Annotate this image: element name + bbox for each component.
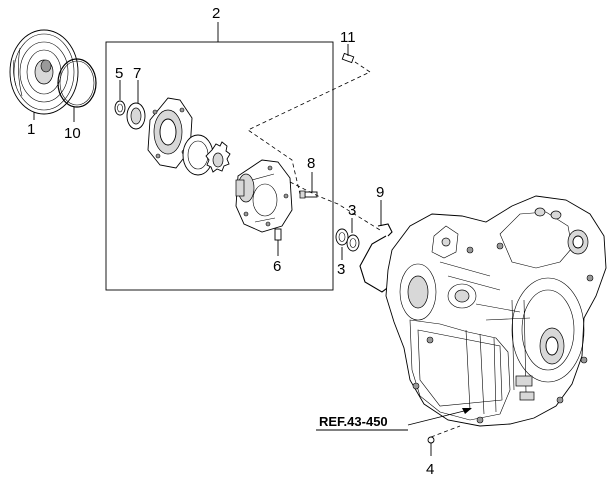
- bolt-8: [299, 190, 318, 199]
- pin-6: [274, 228, 282, 241]
- ref-leader: [407, 409, 469, 426]
- ref-arrow: [462, 408, 472, 414]
- o-ring-10: [57, 58, 97, 108]
- callout-9: 9: [376, 184, 384, 201]
- bolt-11: [341, 52, 355, 64]
- callout-11: 11: [340, 29, 356, 46]
- callout-6: 6: [273, 258, 281, 275]
- transaxle-assembly: [385, 195, 607, 427]
- callout-1: 1: [27, 121, 35, 138]
- drain-plug-4: [427, 436, 435, 444]
- callout-4: 4: [426, 461, 434, 478]
- seal-rings-3: [335, 228, 360, 252]
- pump-cover: [235, 159, 293, 233]
- callout-5: 5: [115, 65, 123, 82]
- callout-2: 2: [212, 5, 220, 22]
- assembly-line-4: [430, 425, 461, 438]
- torque-converter: [9, 29, 79, 115]
- gasket-9: [359, 223, 399, 293]
- pump-assembly-box: [105, 41, 334, 291]
- callout-3b: 3: [337, 261, 345, 278]
- assembly-line-11: [247, 61, 371, 195]
- seal-5: [114, 100, 126, 116]
- reference-label[interactable]: REF.43-450: [319, 414, 388, 429]
- callout-10: 10: [64, 125, 81, 142]
- callout-8: 8: [307, 155, 315, 172]
- callout-3a: 3: [348, 202, 356, 219]
- assembly-line-pump: [289, 181, 381, 231]
- oil-seal-7: [126, 102, 146, 130]
- callout-7: 7: [133, 65, 141, 82]
- inner-gear: [205, 141, 231, 173]
